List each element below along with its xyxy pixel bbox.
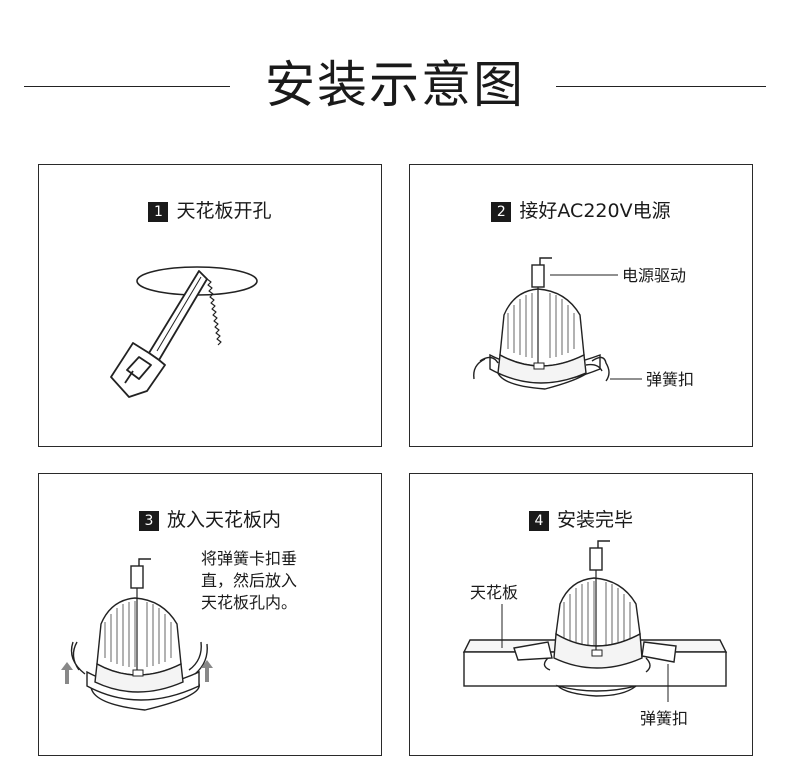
step-3-number: 3: [138, 511, 159, 531]
power-driver-box: [531, 264, 545, 288]
saw-icon: [110, 270, 222, 398]
step-1-heading: 1 天花板开孔: [39, 199, 381, 223]
spring-clip-icon: [70, 641, 208, 675]
spring-clip-icon: [513, 641, 677, 673]
insert-into-ceiling-illustration: 将弹簧卡扣垂 直，然后放入 天花板孔内。: [61, 549, 297, 711]
step-3-panel: 3 放入天花板内: [38, 473, 382, 756]
driver-callout: 电源驱动: [622, 266, 686, 285]
page-title: 安装示意图: [265, 56, 525, 114]
step-3-note-line-3: 天花板孔内。: [201, 593, 297, 612]
step-2-label: 接好AC220V电源: [519, 200, 671, 222]
step-1-panel: 1 天花板开孔: [38, 164, 382, 447]
step-4-label: 安装完毕: [556, 509, 633, 531]
title-rule-right: [556, 86, 766, 87]
clip-callout: 弹簧扣: [640, 709, 688, 728]
step-3-label: 放入天花板内: [166, 509, 281, 531]
step-3-note-line-2: 直，然后放入: [201, 571, 297, 590]
title-rule-left: [24, 86, 230, 87]
step-4-heading: 4 安装完毕: [410, 508, 752, 532]
installed-downlight-illustration: 天花板 弹簧扣: [462, 540, 728, 728]
downlight-fixture: [489, 257, 601, 390]
saw-ceiling-illustration: [99, 259, 301, 398]
up-arrow-icon: [61, 660, 213, 684]
downlight-fixture: [553, 540, 643, 697]
step-4-number: 4: [528, 511, 549, 531]
step-3-heading: 3 放入天花板内: [39, 508, 381, 532]
step-2-number: 2: [491, 202, 512, 222]
clip-callout: 弹簧扣: [646, 370, 694, 389]
step-2-heading: 2 接好AC220V电源: [410, 199, 752, 223]
step-1-label: 天花板开孔: [176, 200, 272, 222]
spring-clip-icon: [473, 356, 610, 382]
downlight-fixture: [86, 558, 200, 711]
downlight-wiring-illustration: 电源驱动 弹簧扣: [473, 257, 694, 390]
step-3-note-line-1: 将弹簧卡扣垂: [201, 549, 297, 568]
step-4-panel: 4 安装完毕: [409, 473, 753, 756]
step-1-number: 1: [148, 202, 169, 222]
ceiling-callout: 天花板: [470, 583, 518, 602]
